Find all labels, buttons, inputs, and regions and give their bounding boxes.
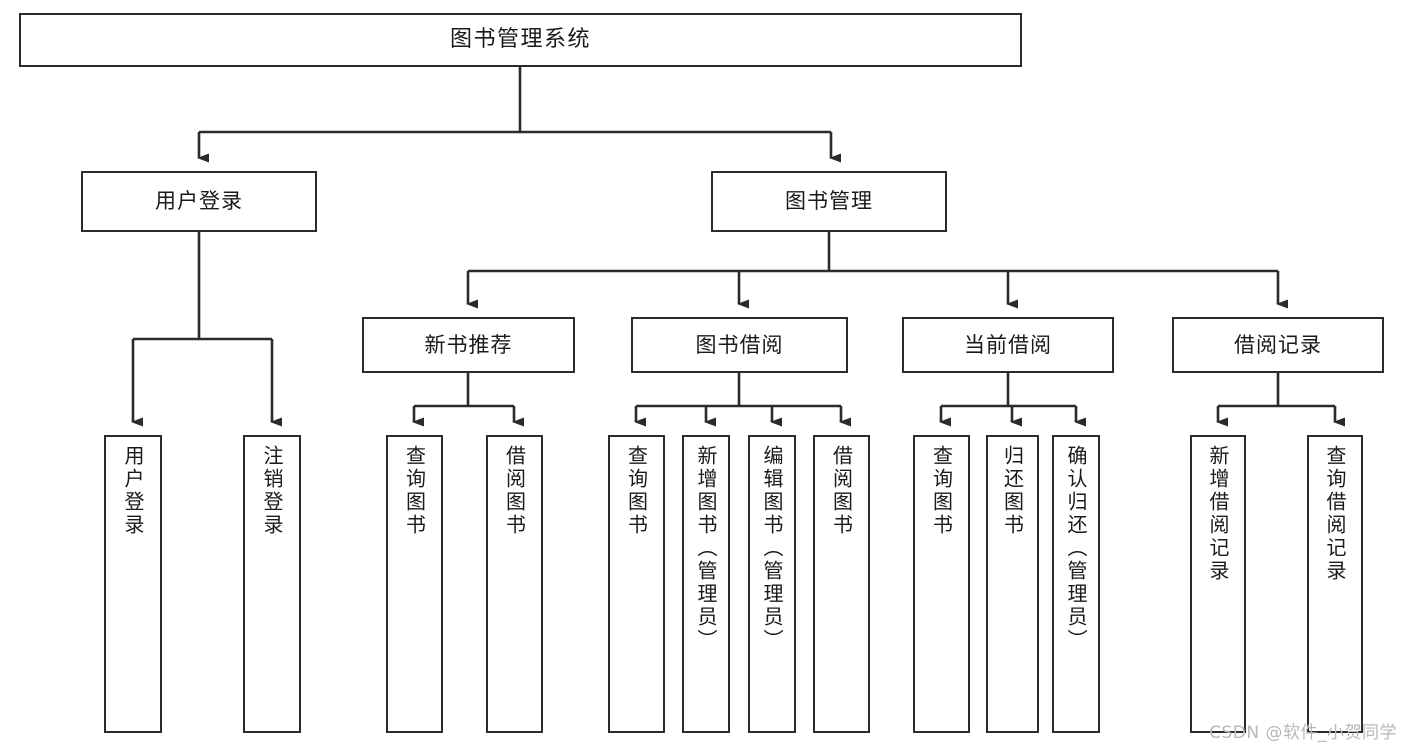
node-leaf-return-book[interactable]: 归还图书 [986, 435, 1039, 733]
node-leaf-logout[interactable]: 注销登录 [243, 435, 301, 733]
node-label: 图书管理系统 [449, 27, 591, 53]
node-level2-new-book-recommend[interactable]: 新书推荐 [362, 317, 575, 373]
node-label: 注销登录 [260, 445, 284, 537]
node-level2-book-borrow[interactable]: 图书借阅 [631, 317, 848, 373]
node-label: 查询图书 [929, 445, 954, 537]
node-label: 用户登录 [121, 445, 145, 537]
node-label: 新增图书（管理员） [694, 445, 718, 652]
node-leaf-query-borrow-record[interactable]: 查询借阅记录 [1307, 435, 1363, 733]
node-label: 归还图书 [1000, 445, 1025, 537]
node-level2-current-borrow[interactable]: 当前借阅 [902, 317, 1114, 373]
node-label: 确认归还（管理员） [1064, 445, 1088, 652]
node-label: 借阅图书 [502, 445, 527, 537]
node-label: 查询图书 [624, 445, 649, 537]
node-leaf-add-borrow-record[interactable]: 新增借阅记录 [1190, 435, 1246, 733]
node-level2-borrow-records[interactable]: 借阅记录 [1172, 317, 1384, 373]
node-leaf-query-book-current[interactable]: 查询图书 [913, 435, 970, 733]
node-label: 借阅记录 [1234, 332, 1322, 357]
node-leaf-add-book-admin[interactable]: 新增图书（管理员） [682, 435, 730, 733]
node-leaf-borrow-book-recommend[interactable]: 借阅图书 [486, 435, 543, 733]
node-label: 查询图书 [402, 445, 427, 537]
node-label: 新增借阅记录 [1206, 445, 1230, 583]
node-leaf-edit-book-admin[interactable]: 编辑图书（管理员） [748, 435, 796, 733]
node-label: 编辑图书（管理员） [760, 445, 784, 652]
node-leaf-borrow-book[interactable]: 借阅图书 [813, 435, 870, 733]
node-label: 图书借阅 [695, 332, 784, 357]
node-label: 查询借阅记录 [1323, 445, 1347, 583]
node-level1-user-login[interactable]: 用户登录 [81, 171, 317, 232]
node-leaf-user-login[interactable]: 用户登录 [104, 435, 162, 733]
node-label: 当前借阅 [964, 332, 1052, 357]
csdn-watermark: CSDN @软件_小贺同学 [1209, 723, 1397, 743]
node-leaf-query-book-borrow[interactable]: 查询图书 [608, 435, 665, 733]
node-label: 用户登录 [155, 189, 243, 214]
node-level1-book-management[interactable]: 图书管理 [711, 171, 947, 232]
node-label: 图书管理 [785, 189, 873, 214]
node-leaf-confirm-return-admin[interactable]: 确认归还（管理员） [1052, 435, 1100, 733]
node-label: 新书推荐 [424, 332, 513, 357]
node-label: 借阅图书 [829, 445, 854, 537]
node-leaf-query-book-recommend[interactable]: 查询图书 [386, 435, 443, 733]
node-root[interactable]: 图书管理系统 [19, 13, 1022, 67]
